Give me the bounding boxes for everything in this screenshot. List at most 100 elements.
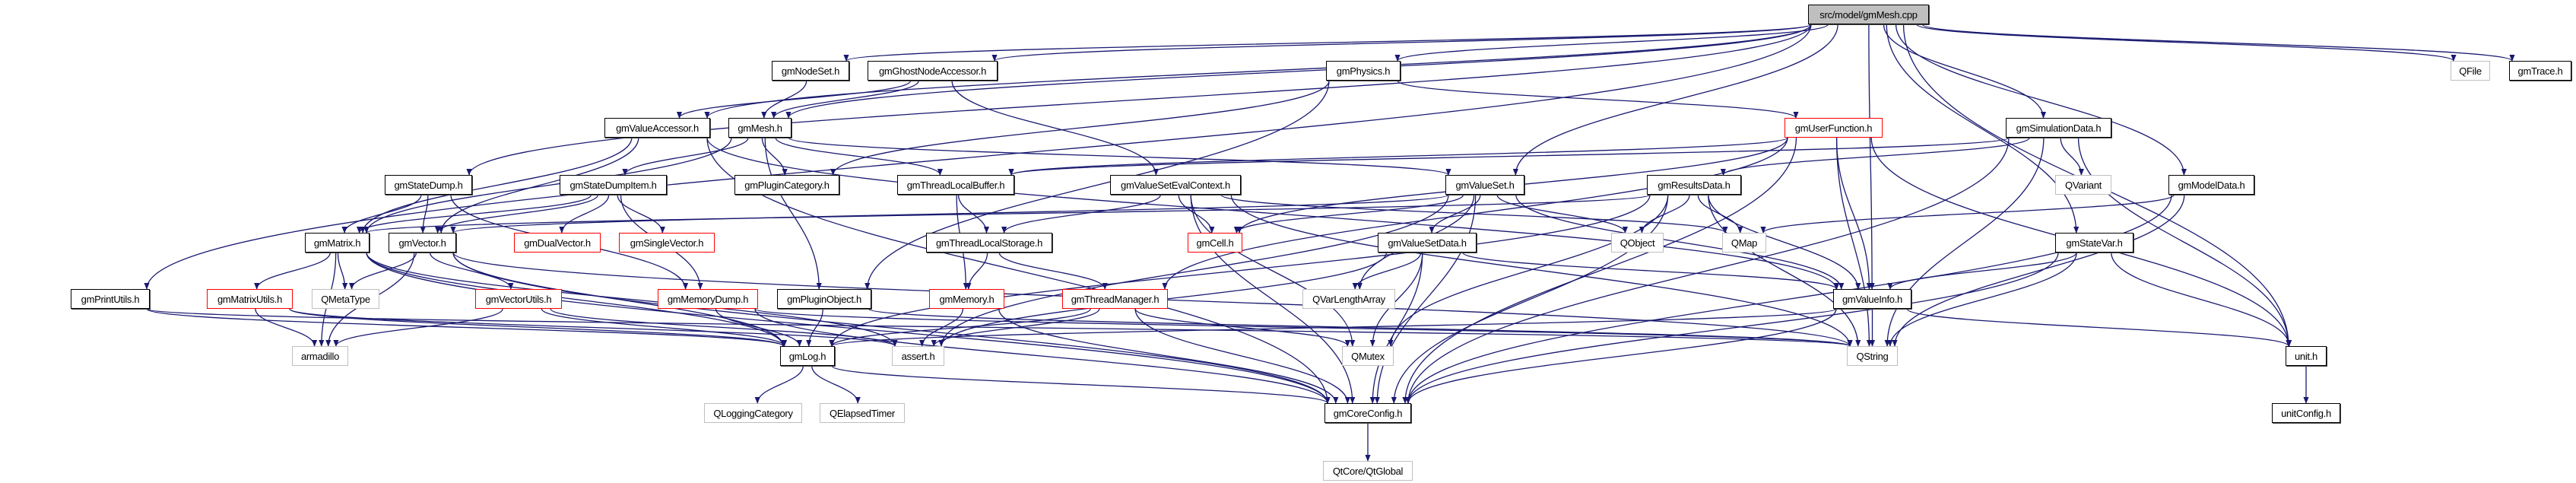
edge-userfn-to-qstring xyxy=(1835,137,1873,347)
edge-physics-to-plugobj xyxy=(864,80,1330,290)
edge-matrix-to-assert xyxy=(366,252,898,347)
edge-mesh-to-sditem xyxy=(622,137,749,176)
node-label: gmPhysics.h xyxy=(1336,65,1391,77)
node-label: gmPrintUtils.h xyxy=(81,293,140,305)
node-label: gmPluginObject.h xyxy=(787,293,861,305)
edge-statedump-to-vector xyxy=(420,194,429,234)
edge-statedump-to-matrix xyxy=(341,194,422,234)
node-statedump[interactable]: gmStateDump.h xyxy=(385,175,472,195)
node-label: gmDualVector.h xyxy=(524,237,591,249)
node-label: QFile xyxy=(2459,65,2482,77)
node-label: armadillo xyxy=(300,350,340,362)
edge-userfn-to-tlbuf xyxy=(1008,137,1788,176)
edge-userfn-to-valinfo xyxy=(1835,137,1873,290)
node-cpp[interactable]: src/model/gmMesh.cpp xyxy=(1808,5,1929,24)
node-statevar[interactable]: gmStateVar.h xyxy=(2055,233,2133,253)
edge-sditem-to-dualvec xyxy=(559,194,610,234)
node-vector[interactable]: gmVector.h xyxy=(389,233,456,253)
node-label: gmValueSetEvalContext.h xyxy=(1121,179,1230,191)
edge-vsec-to-coreconfig xyxy=(1190,194,1356,404)
edge-ghost-to-valacc xyxy=(676,80,912,119)
edge-statevar-to-coreconfig xyxy=(1405,252,2059,404)
node-valueset[interactable]: gmValueSet.h xyxy=(1445,175,1524,195)
node-label: QVarLengthArray xyxy=(1312,293,1385,305)
node-tlbuf[interactable]: gmThreadLocalBuffer.h xyxy=(897,175,1014,195)
edge-ghost-to-mesh xyxy=(771,80,919,119)
node-label: gmModelData.h xyxy=(2178,179,2245,191)
node-label: gmCoreConfig.h xyxy=(1333,407,1403,419)
edge-plugobj-to-log xyxy=(806,308,823,347)
edge-vsec-to-qmutex xyxy=(1190,194,1356,347)
node-memdump[interactable]: gmMemoryDump.h xyxy=(658,289,758,309)
node-plugobj[interactable]: gmPluginObject.h xyxy=(777,289,871,309)
edge-results-to-coreconfig xyxy=(1391,194,1669,404)
node-qtglobal: QtCore/QtGlobal xyxy=(1323,461,1413,481)
node-threadmgr[interactable]: gmThreadManager.h xyxy=(1062,289,1168,309)
node-valinfo[interactable]: gmValueInfo.h xyxy=(1833,289,1911,309)
edge-valueset-to-assert xyxy=(938,194,1449,347)
node-printutils[interactable]: gmPrintUtils.h xyxy=(71,289,150,309)
node-singlevec[interactable]: gmSingleVector.h xyxy=(619,233,715,253)
edge-mesh-to-valueset xyxy=(788,137,1451,176)
node-modeldata[interactable]: gmModelData.h xyxy=(2168,175,2254,195)
node-label: gmStateDump.h xyxy=(394,179,463,191)
edge-sditem-to-vector xyxy=(435,194,599,234)
node-qstring: QString xyxy=(1847,346,1898,366)
node-sditem[interactable]: gmStateDumpItem.h xyxy=(560,175,667,195)
node-mesh[interactable]: gmMesh.h xyxy=(728,118,792,138)
edge-sditem-to-matrix xyxy=(357,194,592,234)
edge-statevar-to-qstring xyxy=(1887,252,2077,347)
node-memory[interactable]: gmMemory.h xyxy=(929,289,1004,309)
edge-statevar-to-valinfo xyxy=(1887,252,2077,290)
edge-results-to-qobject xyxy=(1639,194,1690,234)
node-matrix[interactable]: gmMatrix.h xyxy=(305,233,370,253)
edge-simdata-to-coreconfig xyxy=(1405,137,2010,404)
node-unit[interactable]: unit.h xyxy=(2286,346,2327,366)
node-label: unit.h xyxy=(2294,350,2317,362)
node-label: gmValueSetData.h xyxy=(1388,237,1467,249)
node-qobject: QObject xyxy=(1611,233,1664,253)
edge-statevar-to-unit xyxy=(2111,252,2292,347)
edge-valueset-to-cell xyxy=(1233,194,1464,234)
node-vsec[interactable]: gmValueSetEvalContext.h xyxy=(1110,175,1241,195)
node-log[interactable]: gmLog.h xyxy=(780,346,835,366)
node-simdata[interactable]: gmSimulationData.h xyxy=(2006,118,2111,138)
node-physics[interactable]: gmPhysics.h xyxy=(1326,61,1401,81)
node-label: QtCore/QtGlobal xyxy=(1332,465,1404,477)
node-label: gmVectorUtils.h xyxy=(485,293,552,305)
node-unitconfig[interactable]: unitConfig.h xyxy=(2272,403,2340,423)
edge-memory-to-coreconfig xyxy=(998,308,1339,404)
edge-simdata-to-qstring xyxy=(1884,137,2045,347)
edge-simdata-to-tlbuf xyxy=(1008,137,2010,176)
edge-memdump-to-coreconfig xyxy=(754,308,1331,404)
node-vsdata[interactable]: gmValueSetData.h xyxy=(1378,233,1477,253)
node-cell[interactable]: gmCell.h xyxy=(1188,233,1242,253)
node-nodeset[interactable]: gmNodeSet.h xyxy=(772,61,849,81)
node-valacc[interactable]: gmValueAccessor.h xyxy=(604,118,710,138)
node-results[interactable]: gmResultsData.h xyxy=(1647,175,1741,195)
node-ghost[interactable]: gmGhostNodeAccessor.h xyxy=(868,61,998,81)
edge-vsdata-to-valinfo xyxy=(1462,252,1840,290)
node-coreconfig[interactable]: gmCoreConfig.h xyxy=(1324,403,1411,423)
node-trace[interactable]: gmTrace.h xyxy=(2509,61,2571,81)
node-label: assert.h xyxy=(901,350,935,362)
edge-matutils-to-assert xyxy=(289,308,898,347)
node-label: gmUserFunction.h xyxy=(1794,122,1873,134)
edge-modeldata-to-qstring xyxy=(1892,194,2185,347)
edge-vsec-to-tlstore xyxy=(1001,194,1162,234)
node-label: gmSingleVector.h xyxy=(630,237,704,249)
edge-matutils-to-log xyxy=(289,308,786,347)
node-userfn[interactable]: gmUserFunction.h xyxy=(1784,118,1883,138)
edge-printutils-to-qstring xyxy=(146,308,1852,347)
node-label: QMutex xyxy=(1351,350,1385,362)
node-label: gmValueSet.h xyxy=(1455,179,1515,191)
node-dualvec[interactable]: gmDualVector.h xyxy=(514,233,601,253)
node-label: gmLog.h xyxy=(788,350,826,362)
edge-vector-to-qmetatype xyxy=(349,252,417,290)
node-tlstore[interactable]: gmThreadLocalStorage.h xyxy=(926,233,1052,253)
node-plugcat[interactable]: gmPluginCategory.h xyxy=(734,175,839,195)
node-matutils[interactable]: gmMatrixUtils.h xyxy=(207,289,293,309)
node-vecutils[interactable]: gmVectorUtils.h xyxy=(475,289,562,309)
edge-cpp-to-statedump xyxy=(466,24,1812,176)
node-label: QMetaType xyxy=(321,293,370,305)
